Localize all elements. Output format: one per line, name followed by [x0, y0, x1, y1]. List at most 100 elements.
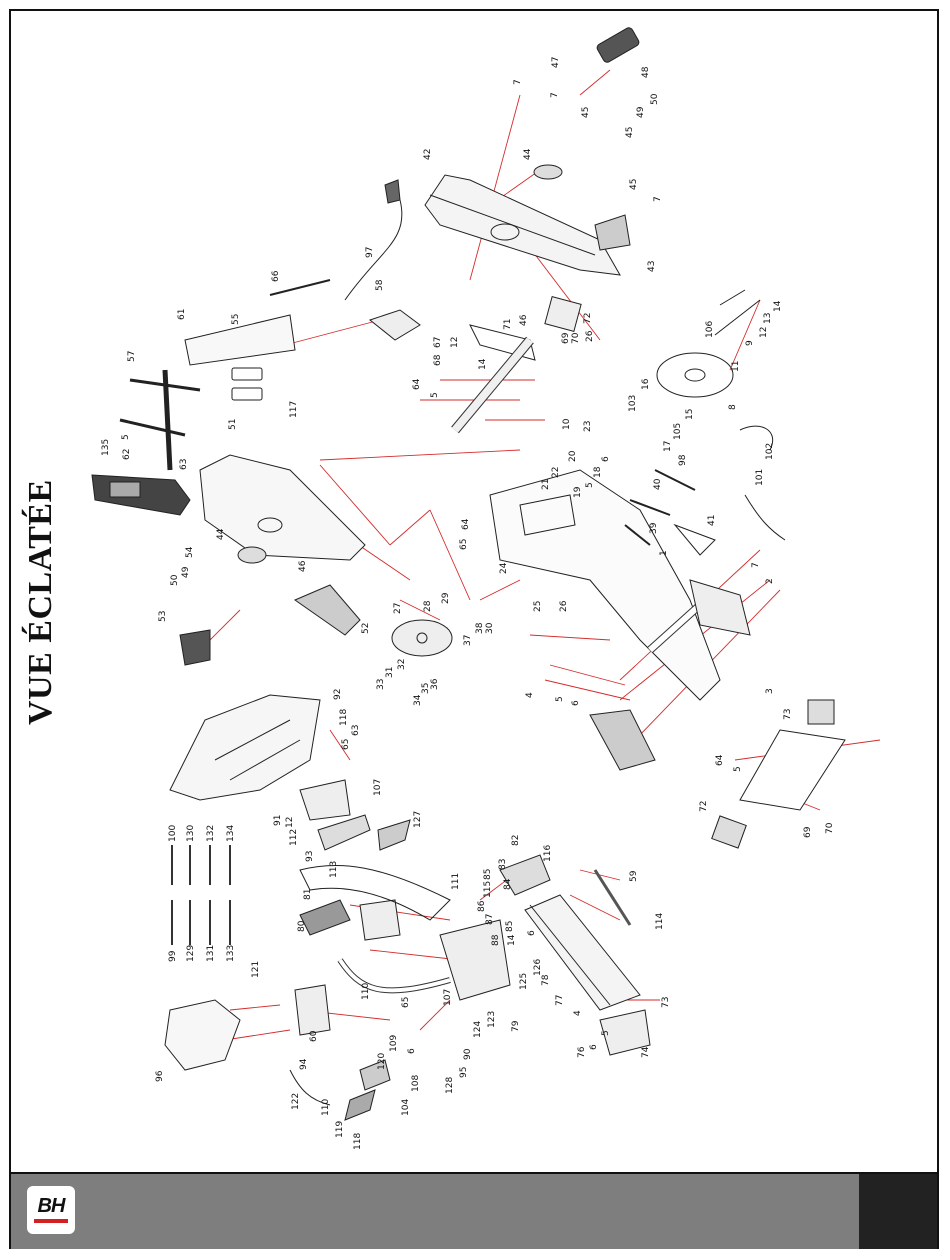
callout-22: 22: [551, 467, 561, 478]
callout-50: 50: [170, 574, 180, 586]
slider-79: [439, 919, 511, 1001]
callout-14: 14: [507, 934, 517, 946]
callout-55: 55: [231, 314, 241, 325]
callout-133: 133: [226, 945, 236, 962]
footer-gray-panel: BH: [11, 1174, 859, 1249]
callout-32: 32: [397, 659, 407, 670]
callout-97: 97: [365, 247, 375, 258]
pulley-27: [391, 619, 453, 657]
callout-64: 64: [461, 518, 471, 530]
callout-36: 36: [430, 678, 440, 690]
pedal-48: [596, 27, 640, 63]
rod-40: [629, 499, 671, 516]
callout-42: 42: [423, 149, 433, 160]
callout-29: 29: [441, 592, 451, 604]
callout-49: 49: [636, 106, 646, 118]
callout-134: 134: [226, 825, 236, 842]
callout-63: 63: [179, 459, 189, 470]
callout-116: 116: [543, 845, 553, 862]
callout-78: 78: [541, 974, 551, 986]
belt-41: [673, 523, 716, 556]
footer-page-block: [859, 1174, 937, 1249]
callout-115: 115: [483, 881, 493, 898]
bracket-116: [499, 854, 551, 896]
callout-70: 70: [825, 822, 835, 834]
callout-23: 23: [583, 421, 593, 432]
callout-63: 63: [351, 725, 361, 736]
callout-20: 20: [568, 450, 578, 462]
callout-127: 127: [413, 811, 423, 828]
callout-34: 34: [413, 694, 423, 706]
callout-24: 24: [499, 562, 509, 574]
callout-121: 121: [251, 961, 261, 978]
callout-5: 5: [121, 434, 131, 440]
handle-post-55: [184, 314, 296, 366]
callout-25: 25: [533, 601, 543, 612]
callout-51: 51: [228, 419, 238, 430]
callout-1: 1: [659, 550, 669, 556]
bolt-set-99-134: [171, 845, 231, 945]
callout-102: 102: [765, 443, 775, 460]
callout-6: 6: [527, 930, 537, 936]
callout-73: 73: [661, 997, 671, 1008]
callout-106: 106: [705, 321, 715, 338]
callout-107: 107: [373, 779, 383, 796]
callout-5: 5: [733, 766, 743, 772]
end-cap-72b: [711, 815, 747, 849]
callout-110: 110: [321, 1099, 331, 1116]
callout-17: 17: [663, 441, 673, 452]
label-117a: [231, 367, 263, 381]
callout-96: 96: [155, 1070, 165, 1082]
callout-129: 129: [186, 945, 196, 962]
callout-100: 100: [168, 825, 178, 842]
callout-46: 46: [298, 560, 308, 572]
callout-98: 98: [678, 454, 688, 466]
callout-80: 80: [297, 920, 307, 932]
callout-84: 84: [503, 878, 513, 890]
callout-72: 72: [699, 801, 709, 812]
callout-64: 64: [412, 378, 422, 390]
callout-39: 39: [649, 522, 659, 534]
callout-74: 74: [641, 1046, 651, 1058]
end-cap-73: [807, 699, 835, 725]
callout-15: 15: [685, 409, 695, 420]
callout-37: 37: [463, 635, 473, 646]
callout-65: 65: [341, 739, 351, 750]
callout-9: 9: [745, 340, 755, 346]
handlebar-57: [119, 378, 201, 437]
callout-95: 95: [459, 1067, 469, 1078]
callout-8: 8: [728, 404, 738, 410]
callout-77: 77: [555, 995, 565, 1006]
console-135: [91, 474, 191, 516]
callout-5: 5: [585, 482, 595, 488]
callout-119: 119: [335, 1121, 345, 1138]
callout-113: 113: [329, 861, 339, 878]
sensor-101: [744, 494, 786, 541]
callout-44: 44: [523, 148, 533, 160]
callout-13: 13: [763, 313, 773, 324]
callout-6: 6: [571, 700, 581, 706]
callout-90: 90: [463, 1048, 473, 1060]
callout-93: 93: [305, 851, 315, 862]
end-cap-72: [544, 295, 582, 333]
frame-tube-111: [299, 864, 451, 921]
callout-131: 131: [206, 945, 216, 962]
callout-30: 30: [485, 622, 495, 634]
callout-70: 70: [571, 332, 581, 344]
callout-62: 62: [122, 449, 132, 460]
part-outlines: [91, 27, 846, 1121]
lever-110: [344, 1089, 376, 1121]
lever-120: [359, 1059, 391, 1091]
callout-12: 12: [450, 337, 460, 348]
rod-66: [269, 279, 331, 296]
callout-4: 4: [573, 1010, 583, 1016]
seat-post-60: [294, 984, 331, 1036]
pedal-53: [179, 629, 211, 666]
callout-7: 7: [513, 79, 523, 85]
callout-118: 118: [353, 1133, 363, 1150]
callout-26: 26: [559, 600, 569, 612]
callout-123: 123: [487, 1011, 497, 1028]
label-117b: [231, 387, 263, 401]
callout-110: 110: [361, 983, 371, 1000]
callout-6: 6: [589, 1044, 599, 1050]
